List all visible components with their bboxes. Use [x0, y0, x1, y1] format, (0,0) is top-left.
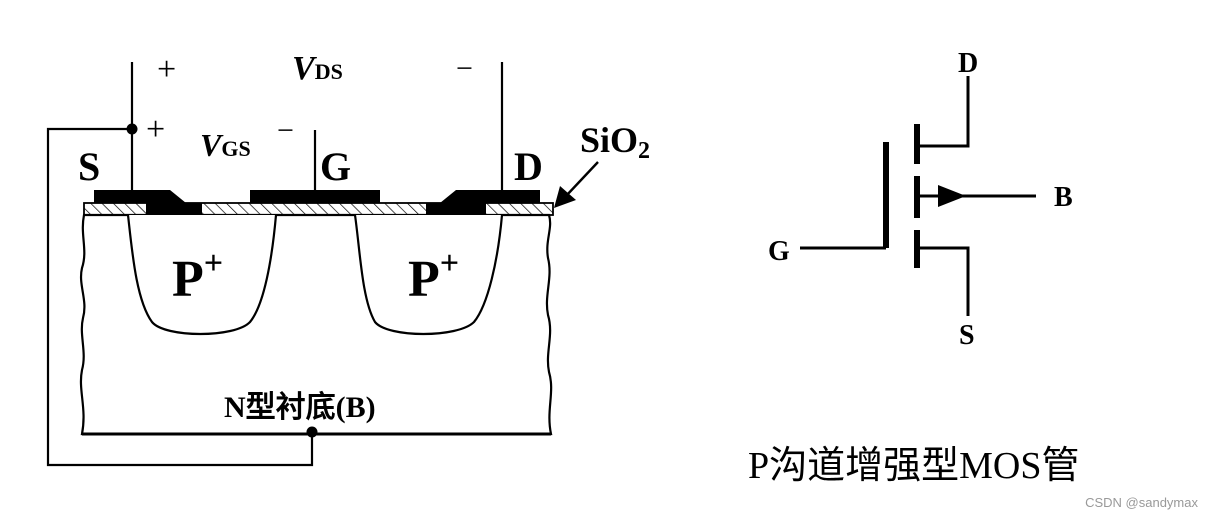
vgs-plus: +: [146, 111, 165, 148]
oxide-label: SiO2: [580, 120, 650, 164]
drain-contact: [426, 190, 540, 215]
vds-label: VDS: [292, 50, 343, 87]
body-junction-dot: [306, 426, 318, 438]
p-well-left: [126, 214, 278, 336]
pmos-symbol: [800, 76, 1036, 316]
source-wire: [917, 246, 970, 316]
substrate-label: N型衬底(B): [224, 391, 376, 424]
p-well-right-label: P+: [408, 245, 459, 308]
source-contact: [94, 190, 202, 215]
vds-minus: −: [456, 52, 473, 85]
symbol-body-label: B: [1054, 182, 1073, 213]
terminal-d-label: D: [514, 144, 543, 189]
body-arrow-icon: [938, 185, 966, 207]
drain-wire: [917, 76, 970, 148]
oxide-arrow-head: [554, 186, 576, 208]
cross-section: + VDS − + VGS − S G D SiO2 P+ P+ N型衬底(B): [46, 50, 650, 467]
caption: P沟道增强型MOS管: [748, 445, 1080, 487]
gate-contact: [250, 190, 380, 203]
vgs-label: VGS: [200, 127, 251, 163]
symbol-source-label: S: [959, 320, 975, 351]
oxide-arrow-shaft: [565, 161, 599, 197]
p-well-left-label: P+: [172, 245, 223, 308]
vds-plus: +: [157, 51, 176, 88]
body-loop-wire: [46, 127, 314, 467]
terminal-s-label: S: [78, 144, 100, 189]
symbol-drain-label: D: [958, 48, 978, 79]
vgs-minus: −: [277, 114, 294, 147]
p-well-right: [353, 214, 504, 336]
symbol-gate-label: G: [768, 236, 790, 267]
watermark: CSDN @sandymax: [1085, 495, 1198, 510]
terminal-g-label: G: [320, 144, 351, 189]
source-junction-dot: [126, 123, 138, 135]
